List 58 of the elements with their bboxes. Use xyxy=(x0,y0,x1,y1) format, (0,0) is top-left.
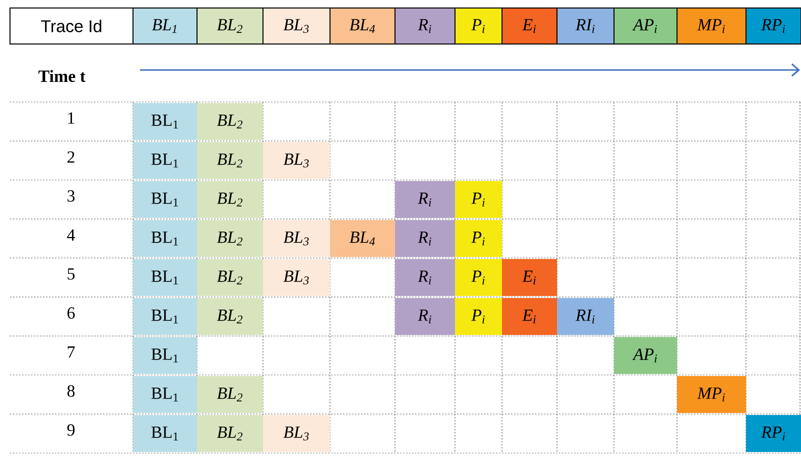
table-cell: BL$_{1}$ xyxy=(133,415,197,452)
table-cell: BL$_{2}$ xyxy=(197,103,263,140)
row-number: 8 xyxy=(67,385,75,397)
table-cell: BL$_{2}$ xyxy=(197,376,263,413)
table-cell: BL$_{3}$ xyxy=(263,142,330,179)
table-cell: BL$_{2}$ xyxy=(197,415,263,452)
table-cell: E$_{i}$ xyxy=(502,259,557,296)
table-cell: BL$_{1}$ xyxy=(133,337,197,374)
header-cell: RP$_{i}$ xyxy=(746,8,801,44)
table-cell: BL$_{1}$ xyxy=(133,181,197,218)
table-cell: R$_{i}$ xyxy=(395,259,455,296)
row-number: 3 xyxy=(68,190,75,202)
header-cell: E$_{i}$ xyxy=(502,8,558,44)
header-cell: BL$_{3}$ xyxy=(262,8,330,44)
row-number: 4 xyxy=(67,229,75,241)
table-cell: P$_{i}$ xyxy=(455,181,502,218)
table-cell: P$_{i}$ xyxy=(455,259,502,296)
table-cell: R$_{i}$ xyxy=(395,181,455,218)
table-cell: E$_{i}$ xyxy=(502,298,557,335)
table-cell: BL$_{1}$ xyxy=(133,376,197,413)
header-cell: BL$_{4}$ xyxy=(330,8,396,44)
row-number: 9 xyxy=(67,424,75,436)
row-number: 6 xyxy=(68,307,75,319)
table-cell: BL$_{2}$ xyxy=(197,298,263,335)
row-number: 2 xyxy=(68,151,74,163)
table-cell: BL$_{3}$ xyxy=(263,220,330,257)
header-cell: BL$_{1}$ xyxy=(132,8,198,44)
table-cell: R$_{i}$ xyxy=(395,298,455,335)
table-cell: BL$_{1}$ xyxy=(133,142,197,179)
table-cell: AP$_{i}$ xyxy=(614,337,677,374)
table-cell: RP$_{i}$ xyxy=(746,415,801,452)
table-cell: BL$_{1}$ xyxy=(133,103,197,140)
table-cell: BL$_{3}$ xyxy=(263,415,330,452)
table-cell: BL$_{3}$ xyxy=(263,259,330,296)
axis-label: Time t xyxy=(38,70,86,82)
table-cell: BL$_{2}$ xyxy=(197,181,263,218)
table-cell: P$_{i}$ xyxy=(455,298,502,335)
table-cell: BL$_{1}$ xyxy=(133,259,197,296)
header-cell: Trace Id xyxy=(10,8,134,44)
table-cell: BL$_{1}$ xyxy=(133,220,197,257)
table-cell: BL$_{2}$ xyxy=(197,259,263,296)
table-cell: P$_{i}$ xyxy=(455,220,502,257)
table-cell: BL$_{4}$ xyxy=(330,220,395,257)
table-cell: MP$_{i}$ xyxy=(677,376,746,413)
row-number: 1 xyxy=(68,112,74,124)
header-cell: MP$_{i}$ xyxy=(676,8,746,44)
header-cell: P$_{i}$ xyxy=(454,8,502,44)
header-cell: BL$_{2}$ xyxy=(196,8,264,44)
row-number: 5 xyxy=(68,268,75,280)
header-cell: AP$_{i}$ xyxy=(614,8,678,44)
table-cell: BL$_{1}$ xyxy=(133,298,197,335)
header-cell: R$_{i}$ xyxy=(394,8,456,44)
table-cell: RI$_{i}$ xyxy=(557,298,614,335)
table-cell: BL$_{2}$ xyxy=(197,220,263,257)
table-cell: R$_{i}$ xyxy=(395,220,455,257)
header-cell: RI$_{i}$ xyxy=(556,8,614,44)
table-cell: BL$_{2}$ xyxy=(197,142,263,179)
row-number: 7 xyxy=(68,346,75,358)
